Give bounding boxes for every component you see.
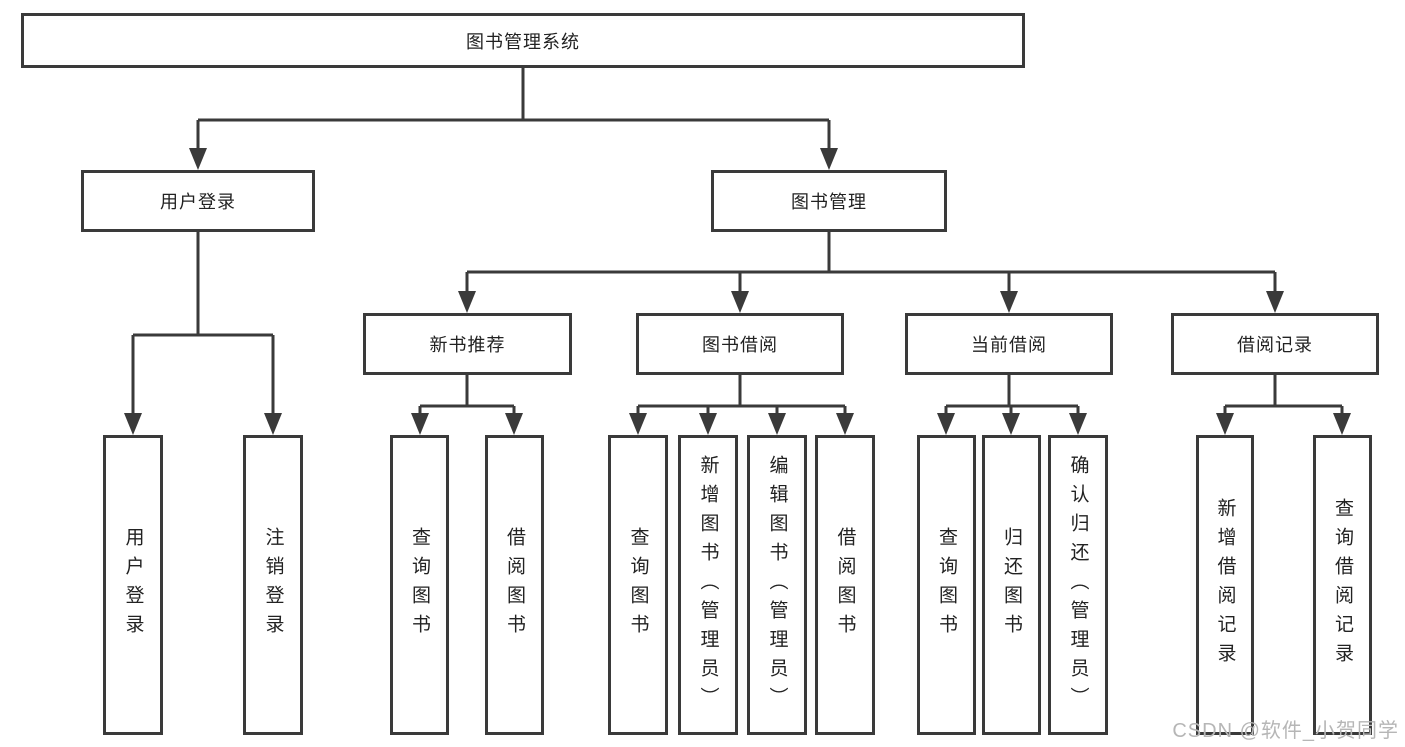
leaf-query-book-current: 查询图书 <box>917 435 976 735</box>
leaf-query-borrow-record: 查询借阅记录 <box>1313 435 1372 735</box>
leaf-user-login: 用户登录 <box>103 435 163 735</box>
node-label: 用户登录 <box>160 192 236 212</box>
leaf-label: 确认归还（管理员） <box>1067 454 1089 716</box>
leaf-edit-book-admin: 编辑图书（管理员） <box>747 435 807 735</box>
leaf-label: 借阅图书 <box>834 527 856 643</box>
connector-userlogin-to-leaves <box>131 232 275 418</box>
connector-currentborrow-to-leaves <box>944 375 1080 418</box>
leaf-label: 用户登录 <box>122 527 144 643</box>
leaf-logout: 注销登录 <box>243 435 303 735</box>
leaf-label: 借阅图书 <box>504 527 525 643</box>
arrowheads <box>124 148 1351 435</box>
connector-bookborrow-to-leaves <box>636 375 847 418</box>
connector-root-to-level2 <box>196 68 831 152</box>
node-label: 图书借阅 <box>702 335 778 355</box>
leaf-return-book: 归还图书 <box>982 435 1041 735</box>
node-book-management: 图书管理 <box>711 170 947 232</box>
leaf-confirm-return-admin: 确认归还（管理员） <box>1048 435 1108 735</box>
node-borrow-records: 借阅记录 <box>1171 313 1379 375</box>
node-label: 新书推荐 <box>429 335 506 355</box>
leaf-label: 查询图书 <box>936 527 957 643</box>
leaf-borrow-book-recommend: 借阅图书 <box>485 435 544 735</box>
leaf-label: 查询借阅记录 <box>1332 498 1353 672</box>
node-user-login: 用户登录 <box>81 170 315 232</box>
connector-newbook-to-leaves <box>418 375 516 418</box>
leaf-label: 注销登录 <box>262 527 284 643</box>
node-current-borrow: 当前借阅 <box>905 313 1113 375</box>
leaf-label: 查询图书 <box>409 527 430 643</box>
leaf-add-borrow-record: 新增借阅记录 <box>1196 435 1254 735</box>
leaf-query-book-borrow: 查询图书 <box>608 435 668 735</box>
node-book-borrow: 图书借阅 <box>636 313 844 375</box>
node-label: 图书管理系统 <box>466 31 580 52</box>
node-label: 借阅记录 <box>1237 335 1313 355</box>
node-new-book-recommend: 新书推荐 <box>363 313 572 375</box>
leaf-label: 归还图书 <box>1001 527 1022 643</box>
leaf-borrow-book: 借阅图书 <box>815 435 875 735</box>
leaf-label: 新增借阅记录 <box>1214 498 1236 672</box>
csdn-watermark: CSDN @软件_小贺同学 <box>1172 720 1399 742</box>
leaf-query-book-recommend: 查询图书 <box>390 435 449 735</box>
connector-bookmgmt-to-level3 <box>465 232 1277 296</box>
leaf-label: 编辑图书（管理员） <box>766 454 788 716</box>
node-label: 图书管理 <box>791 192 867 212</box>
leaf-label: 新增图书（管理员） <box>697 454 719 716</box>
node-label: 当前借阅 <box>971 335 1047 355</box>
leaf-label: 查询图书 <box>627 527 649 643</box>
node-root-system: 图书管理系统 <box>21 13 1025 68</box>
leaf-add-book-admin: 新增图书（管理员） <box>678 435 738 735</box>
connector-records-to-leaves <box>1223 375 1344 418</box>
